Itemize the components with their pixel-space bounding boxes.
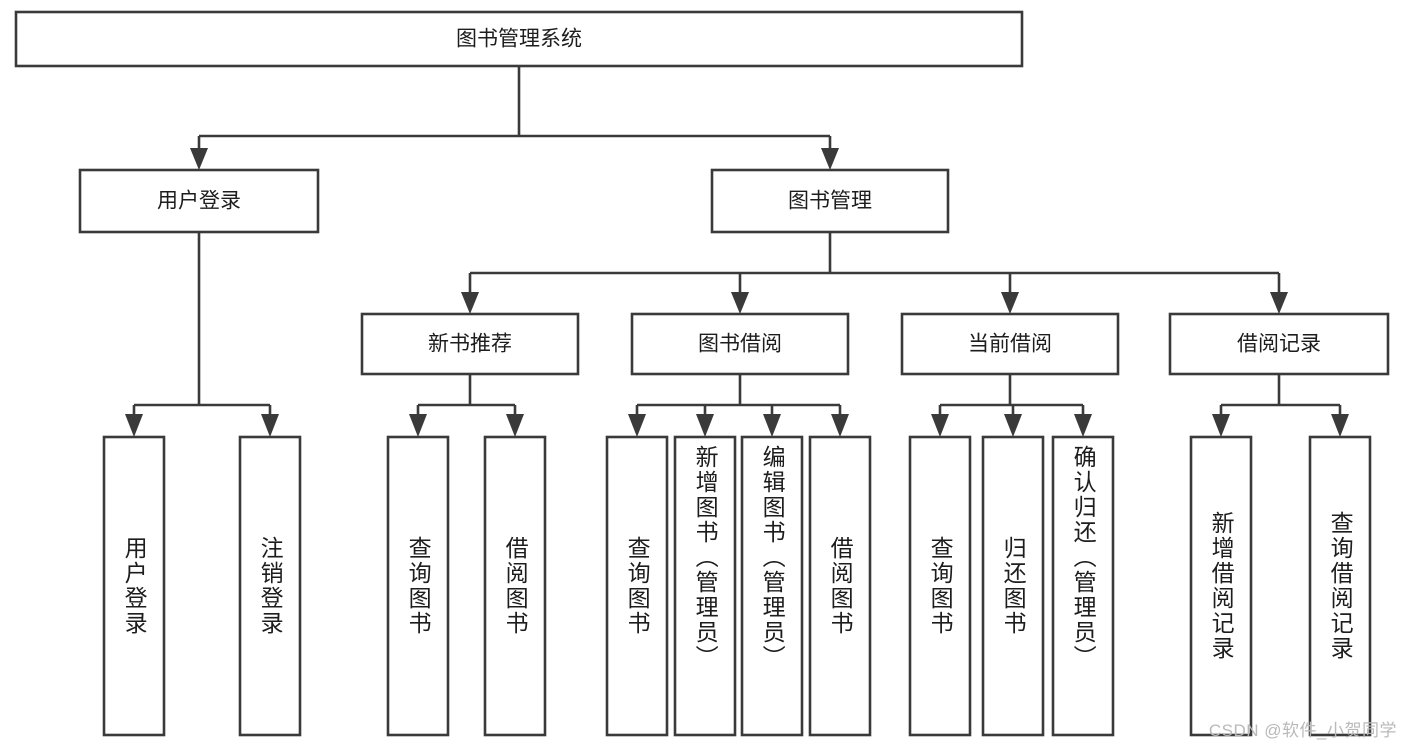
node-leaf-query-book-current[interactable] [908,435,972,737]
arrowhead-leaf-confirm-return-admin [1074,414,1092,437]
arrowhead-leaf-query-book-current [931,414,949,437]
arrowhead-leaf-add-borrow-record [1212,414,1230,437]
node-layer: 图书管理系统 用户登录 图书管理 新书推荐 图书借阅 当前借阅 借阅记录 [14,10,1390,737]
arrowhead-leaf-query-book-recommend [409,414,427,437]
node-leaf-logout[interactable] [238,435,302,737]
arrowhead-leaf-add-book-admin [696,414,714,437]
arrowhead-borrow-record [1270,292,1288,314]
node-leaf-borrow-book-recommend[interactable] [483,435,547,737]
node-current-borrow[interactable] [900,312,1120,376]
node-book-management[interactable] [710,168,950,234]
node-borrow-record[interactable] [1168,312,1390,376]
node-leaf-return-book[interactable] [981,435,1045,737]
node-borrow-record-label: 借阅记录 [1237,333,1321,356]
arrowhead-new-book-recommend [461,292,479,314]
arrowhead-leaf-query-borrow-record [1331,414,1349,437]
node-leaf-add-borrow-record[interactable] [1189,435,1253,737]
arrowhead-leaf-logout [261,414,279,437]
node-root[interactable] [14,10,1024,68]
node-user-login[interactable] [78,168,320,234]
node-leaf-edit-book-admin[interactable] [740,435,804,737]
node-root-label: 图书管理系统 [456,28,582,51]
arrowhead-leaf-edit-book-admin [763,414,781,437]
arrowhead-book-borrow [731,292,749,314]
node-current-borrow-label: 当前借阅 [968,333,1052,356]
node-leaf-borrow-book[interactable] [808,435,872,737]
arrowhead-leaf-user-login [125,414,143,437]
node-book-borrow[interactable] [630,312,850,376]
node-new-book-recommend[interactable] [360,312,580,376]
arrowhead-leaf-borrow-book [831,414,849,437]
arrowhead-user-login [190,148,208,170]
node-leaf-query-book-borrow[interactable] [605,435,669,737]
arrowhead-book-management [821,148,839,170]
node-leaf-add-book-admin[interactable] [673,435,737,737]
node-leaf-confirm-return-admin[interactable] [1051,435,1115,737]
arrowhead-leaf-query-book-borrow [628,414,646,437]
node-book-borrow-label: 图书借阅 [698,333,782,356]
csdn-watermark: CSDN @软件_小贺同学 [1208,721,1397,740]
node-leaf-query-borrow-record[interactable] [1308,435,1372,737]
arrowhead-leaf-borrow-book-recommend [506,414,524,437]
node-new-book-recommend-label: 新书推荐 [428,333,512,356]
node-leaf-query-book-recommend[interactable] [386,435,450,737]
node-user-login-label: 用户登录 [157,190,241,213]
node-book-management-label: 图书管理 [788,190,872,213]
node-leaf-user-login[interactable] [102,435,166,737]
arrowhead-leaf-return-book [1004,414,1022,437]
arrowhead-layer [125,148,1349,437]
arrowhead-current-borrow [1001,292,1019,314]
